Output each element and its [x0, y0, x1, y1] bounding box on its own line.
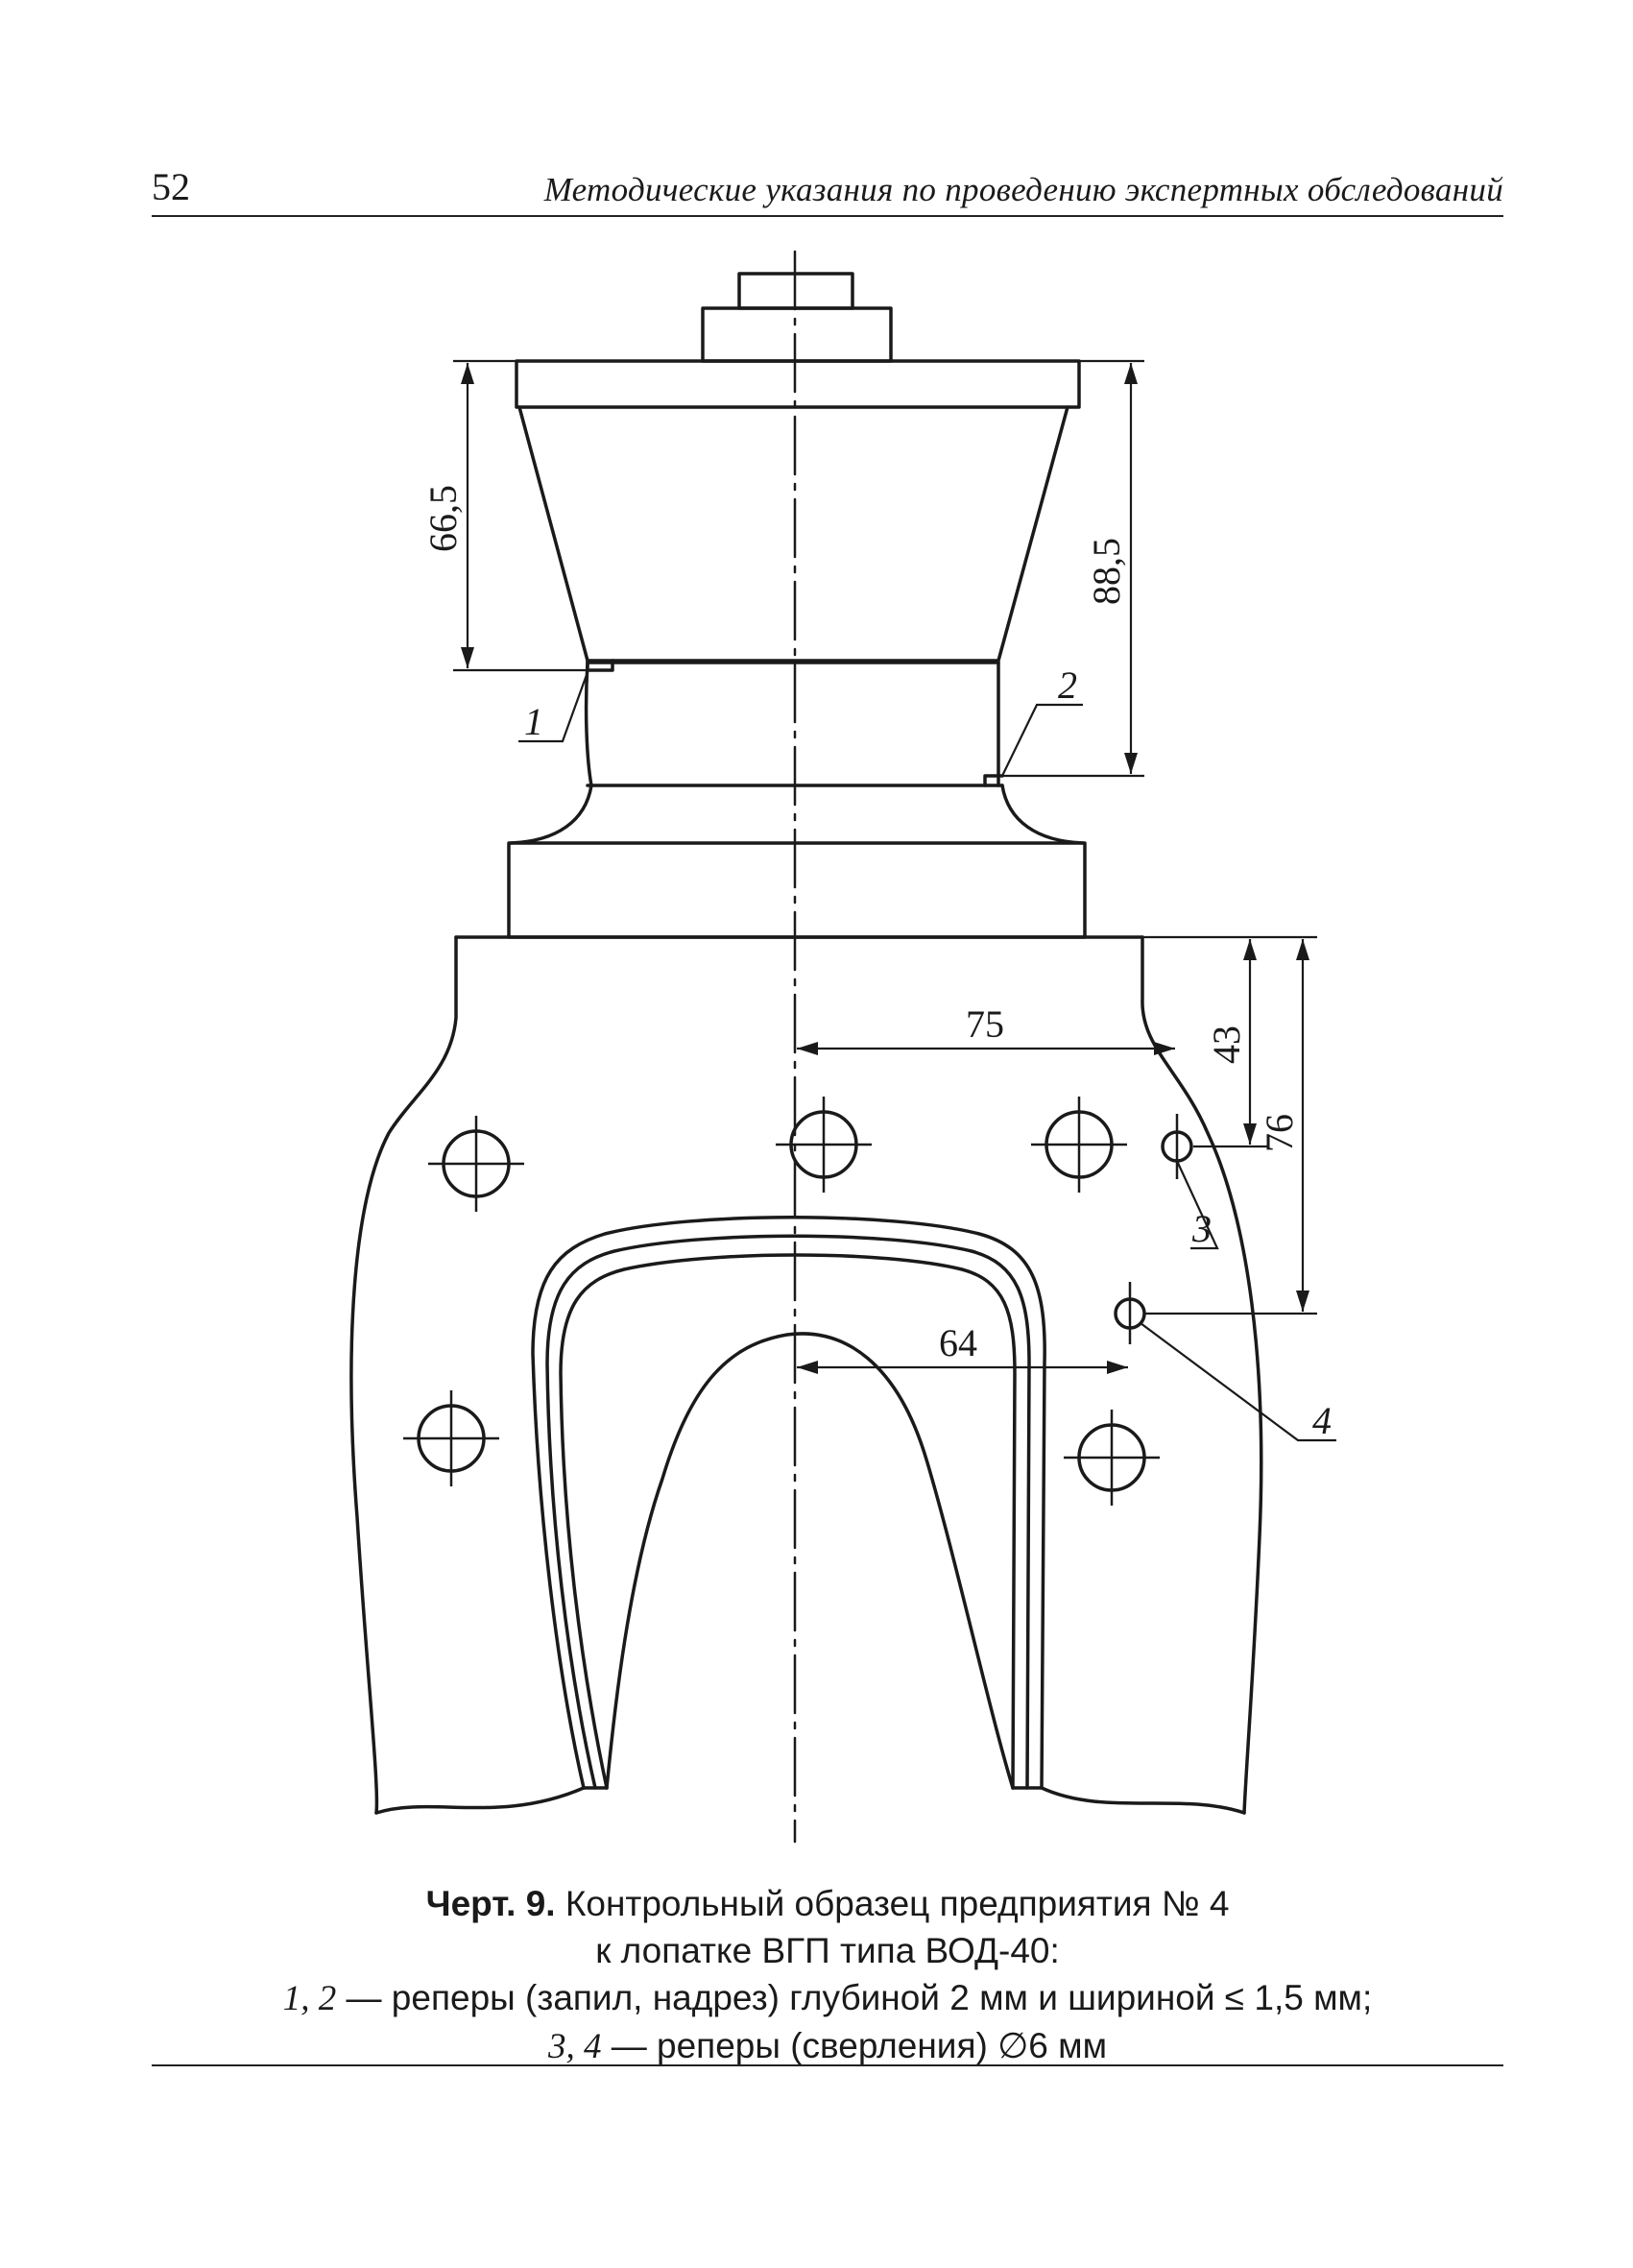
top-boss-large	[701, 306, 893, 363]
caption-line-1: Черт. 9. Контрольный образец предприятия…	[152, 1880, 1503, 1927]
callout-2: 2	[1058, 664, 1077, 707]
fillet-right	[1000, 784, 1085, 845]
marker-notch-1	[586, 659, 614, 672]
fork-bottom-right	[1040, 1786, 1246, 1815]
tapered-body	[517, 405, 1069, 663]
figure-caption: Черт. 9. Контрольный образец предприятия…	[152, 1880, 1503, 2070]
callout-4: 4	[1312, 1399, 1332, 1442]
caption-line-4-items: 3, 4	[547, 2027, 602, 2066]
dimension-66-5: 66,5	[421, 485, 465, 552]
fillet-left	[509, 784, 593, 845]
neck	[584, 661, 1000, 787]
page-number: 52	[152, 165, 190, 208]
page-header: 52 Методические указания по проведению э…	[152, 163, 1503, 217]
callout-1: 1	[524, 700, 543, 743]
callout-3: 3	[1191, 1207, 1212, 1250]
running-title: Методические указания по проведению эксп…	[543, 171, 1503, 208]
dimension-75: 75	[966, 1002, 1004, 1046]
leader-1	[518, 671, 589, 743]
slot-inner-contour	[559, 1253, 1017, 1790]
leader-3	[1176, 1160, 1219, 1250]
marker-notch-2	[983, 774, 1004, 787]
caption-line-1-text: Контрольный образец предприятия № 4	[555, 1884, 1230, 1923]
caption-line-3-items: 1, 2	[282, 1979, 337, 2018]
fork-bottom-left	[374, 1786, 586, 1815]
dimension-88-5: 88,5	[1085, 538, 1128, 605]
dimension-76: 76	[1258, 1114, 1301, 1152]
leader-2	[1001, 703, 1083, 777]
caption-line-2: к лопатке ВГП типа ВОД-40:	[595, 1931, 1060, 1970]
caption-line-4-text: — реперы (сверления) ∅6 мм	[601, 2026, 1108, 2065]
footer-rule	[152, 2064, 1503, 2066]
caption-line-4: 3, 4 — реперы (сверления) ∅6 мм	[152, 2022, 1503, 2070]
dimension-43: 43	[1205, 1025, 1248, 1064]
dimension-64: 64	[939, 1321, 977, 1364]
leader-4	[1140, 1322, 1336, 1442]
slot-middle-contour	[545, 1234, 1031, 1790]
caption-line-3: 1, 2 — реперы (запил, надрез) глубиной 2…	[152, 1974, 1503, 2022]
u-slot	[605, 1332, 1015, 1790]
slot-outer-contour	[531, 1216, 1046, 1790]
fork-outer-right	[1141, 935, 1263, 1815]
fork-outer-left	[349, 935, 458, 1815]
figure-label: Черт. 9.	[425, 1884, 556, 1923]
collar	[507, 841, 1087, 939]
cap-plate	[515, 359, 1081, 409]
caption-line-3-text: — реперы (запил, надрез) глубиной 2 мм и…	[336, 1978, 1373, 2017]
